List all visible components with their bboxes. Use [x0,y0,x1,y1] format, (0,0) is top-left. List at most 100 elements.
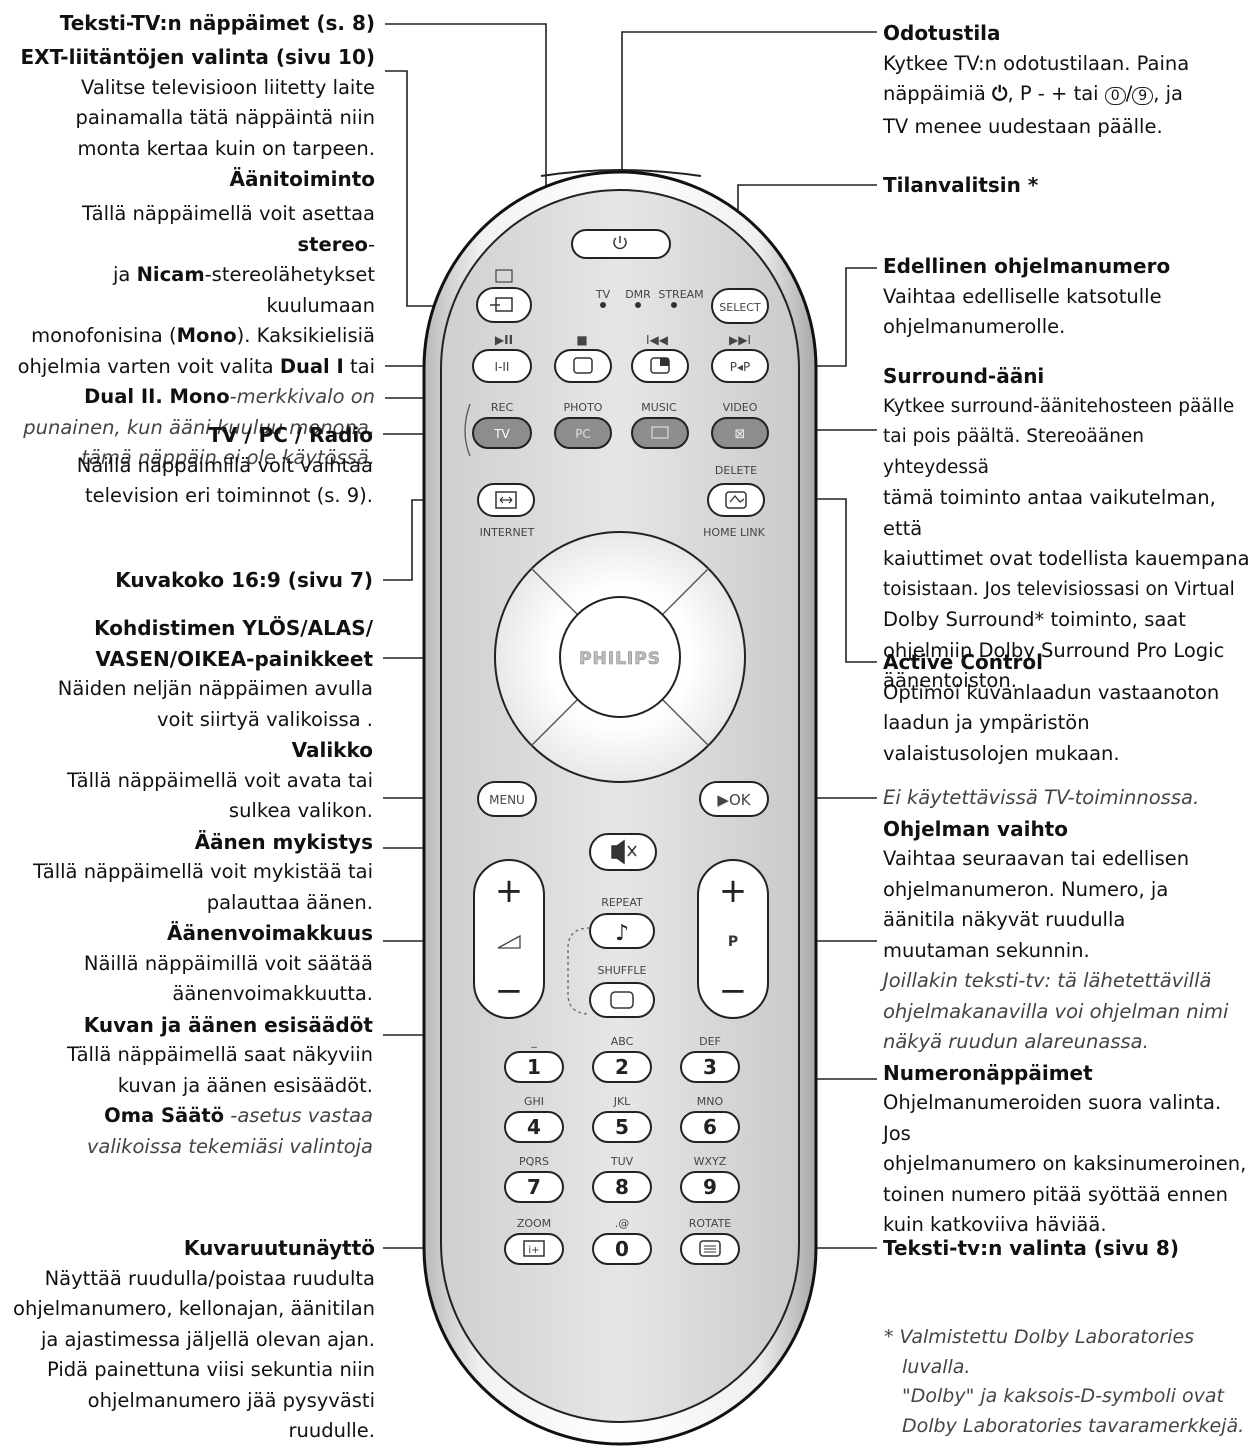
active-text-1: Optimoi kuvanlaadun vastaanoton [883,680,1220,704]
prog-text-2: ohjelmanumeron. Numero, ja [883,877,1169,901]
zoom-label: ZOOM [517,1217,551,1230]
sound-line-2: ja Nicam-stereolähetykset kuulumaan [113,263,375,317]
surround-text-6: Dolby Surround* toiminto, saat [883,608,1186,631]
teletext-button[interactable] [554,349,612,383]
key-0-inline-icon: 0 [1104,87,1126,105]
teletext-keys-title: Teksti-TV:n näppäimet (s. 8) [10,8,375,40]
power-icon [613,236,627,250]
digit-8-button[interactable] [592,1171,652,1203]
power-button[interactable] [571,229,671,259]
pc-mode-button[interactable] [554,417,612,449]
num-heading: Numeronäppäimet [883,1060,1093,1085]
transport-play-label: ▶II [495,333,513,347]
digit-3-button[interactable] [680,1051,740,1083]
internet-label: INTERNET [480,526,535,539]
info-icon-text: i+ [528,1245,539,1256]
program-plus-label: + [719,871,748,911]
sound-preset-button[interactable] [589,913,655,949]
surround-text-1: Kytkee surround-äänitehosteen päälle [883,395,1235,417]
menu-button[interactable] [477,781,537,817]
surround-button[interactable] [711,417,769,449]
program-rocker[interactable] [697,859,769,1019]
info-icon [523,1240,545,1257]
surround-text-4: kaiuttimet ovat todellista kauempana [883,547,1250,570]
ok-button[interactable] [699,781,769,817]
footnote-2: luvalla. [902,1355,971,1378]
format-icon [495,491,517,509]
surround-heading: Surround-ääni [883,364,1045,388]
footnote-3: "Dolby" ja kaksois-D-symboli ovat [902,1385,1224,1407]
info-button[interactable] [504,1233,564,1265]
modesel-heading: Tilanvalitsin * [883,173,1039,197]
standby-block: Odotustila Kytkee TV:n odotustilaan. Pai… [883,18,1253,142]
digit-5-button[interactable] [592,1111,652,1143]
note-icon: ♪ [615,921,629,946]
footnote-1: * Valmistettu Dolby Laboratories [884,1326,1195,1348]
menu-heading: Valikko [291,738,373,762]
i-ii-label: I-II [495,360,510,374]
src-rec-label: REC [491,401,514,414]
select-button[interactable] [711,288,769,324]
music-mode-button[interactable] [631,417,689,449]
digit-1-button[interactable] [504,1051,564,1083]
i-ii-button[interactable] [472,349,532,383]
sound-line-4: ohjelmia varten voit valita Dual I tai [17,354,375,378]
ext-text-2: painamalla tätä näppäintä niin [75,106,375,129]
menu-text-1: Tällä näppäimellä voit avata tai [67,768,373,792]
teletext-keys-heading: Teksti-TV:n näppäimet (s. 8) [59,11,375,35]
digit-7-sublabel: PQRS [519,1155,549,1168]
digit-6-button[interactable] [680,1111,740,1143]
digit-9-button[interactable] [680,1171,740,1203]
vol-heading: Äänenvoimakkuus [167,921,373,945]
prev-block: Edellinen ohjelmanumero Vaihtaa edellise… [883,251,1253,343]
cursor-center[interactable] [559,596,681,718]
preset-own-2: valikoissa tekemiäsi valintoja [86,1134,373,1158]
size-block: Kuvakoko 16:9 (sivu 7) [0,565,373,596]
standby-text-1: Kytkee TV:n odotustilaan. Paina [883,51,1190,75]
active-text-3: valaistusolojen mukaan. [883,741,1120,765]
program-p-label: P [728,934,738,950]
transport-stop-label: ■ [576,333,587,347]
src-video-label: VIDEO [723,401,758,414]
num-text-4: kuin katkoviiva häviää. [883,1213,1107,1236]
prog-text-1: Vaihtaa seuraavan tai edellisen [883,847,1190,870]
sound-heading: Äänitoiminto [229,167,375,191]
nottv-block: Ei käytettävissä TV-toiminnossa. Ohjelma… [883,783,1253,1241]
digit-8-label: 8 [615,1175,629,1199]
active-control-button[interactable] [707,483,765,517]
digit-2-button[interactable] [592,1051,652,1083]
picture-preset-button[interactable] [589,982,655,1018]
digit-0-button[interactable] [592,1233,652,1265]
ext-button[interactable] [476,287,532,323]
cursor-text-2: voit siirtyä valikoissa . [156,707,373,731]
osd-text-6: ruudulle. [288,1419,375,1442]
prog-italic-3: näkyä ruudun alareunassa. [883,1030,1149,1053]
standby-text-2: näppäimiä ⏻, P - + tai 0/9, ja [883,82,1183,105]
osd-text-2: ohjelmanumero, kellonajan, äänitilan [13,1297,375,1320]
preset-text-2: kuvan ja äänen esisäädöt. [117,1073,373,1097]
preset-heading: Kuvan ja äänen esisäädöt [83,1012,373,1037]
sound-line-5: Dual II. Mono-merkkivalo on [84,385,375,408]
tv-mode-button[interactable] [472,417,532,449]
osd-text-4: Pidä painettuna viisi sekuntia niin [46,1358,375,1381]
digit-5-label: 5 [615,1115,629,1139]
prog-italic-2: ohjelmakanavilla voi ohjelman nimi [883,999,1229,1023]
digit-7-button[interactable] [504,1171,564,1203]
osd-block: Kuvaruutunäyttö Näyttää ruudulla/poistaa… [0,1233,375,1447]
footnote: * Valmistettu Dolby Laboratories luvalla… [884,1323,1249,1441]
digit-9-label: 9 [703,1175,717,1199]
prog-heading: Ohjelman vaihto [883,816,1068,841]
osd-text-5: ohjelmanumero jää pysyvästi [87,1388,375,1412]
pp-button[interactable] [711,349,769,383]
repeat-label: REPEAT [601,896,643,909]
volume-rocker[interactable] [473,859,545,1019]
rotate-label: ROTATE [689,1217,732,1230]
cursor-heading-1: Kohdistimen YLÖS/ALAS/ [94,616,373,640]
preset-own-1: Oma Säätö -asetus vastaa [104,1104,373,1127]
digit-4-label: 4 [527,1115,541,1139]
mode-label-tv: TV [595,288,611,301]
digit-4-button[interactable] [504,1111,564,1143]
prog-text-4: muutaman sekunnin. [883,938,1090,962]
unused-key-text: tämä näppäin ei ole käytössä. [81,446,375,469]
